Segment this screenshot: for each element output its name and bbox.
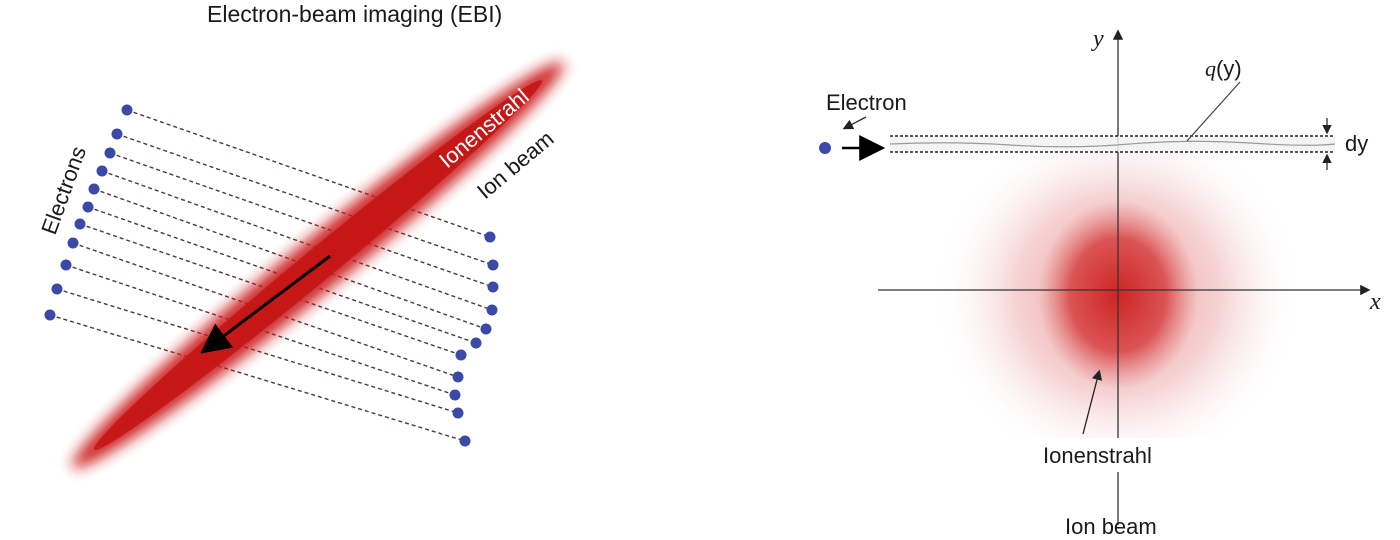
- electron-dot: [44, 309, 56, 321]
- trajectory-line: [49, 314, 466, 442]
- electron-dot: [82, 201, 94, 213]
- q-label-func: q: [1205, 56, 1216, 81]
- x-axis-label: x: [1369, 289, 1381, 315]
- electron-dot: [455, 349, 467, 361]
- electron-dot: [819, 142, 831, 154]
- electron-dot: [452, 407, 464, 419]
- q-label-arg: (y): [1216, 56, 1242, 81]
- electron-dot: [487, 281, 499, 293]
- left-panel: Electron-beam imaging (EBI): [36, 1, 564, 469]
- electron-dot: [121, 104, 133, 116]
- electron-dot: [88, 183, 100, 195]
- trajectory-line: [126, 109, 491, 238]
- ion-beam-label-de-right: Ionenstrahl: [1043, 443, 1152, 468]
- electron-dots-left: [44, 104, 133, 321]
- electron-dot: [60, 259, 72, 271]
- y-axis-label: y: [1091, 26, 1104, 52]
- electron-dot: [51, 283, 63, 295]
- q-pointer-line: [1186, 81, 1241, 142]
- q-label: q(y): [1205, 56, 1242, 81]
- trajectory-line: [93, 188, 487, 330]
- electron-label-pointer: [842, 116, 867, 130]
- strip-dy: [889, 118, 1336, 170]
- trajectory-line: [109, 152, 494, 288]
- electron-dot: [459, 435, 471, 447]
- ion-beam-label-box: [1015, 438, 1220, 472]
- electron-dot: [452, 371, 464, 383]
- electron-dot: [96, 165, 108, 177]
- trajectory-line: [116, 133, 494, 266]
- electron-dot: [470, 337, 482, 349]
- ion-beam-label-en-right: Ion beam: [1065, 514, 1157, 539]
- electron-dot: [487, 259, 499, 271]
- electron-dot: [104, 147, 116, 159]
- right-panel: y x dy q(y) Electron Ionenstrahl Ion bea…: [819, 26, 1381, 539]
- electron-dot: [67, 237, 79, 249]
- electron-label: Electron: [826, 90, 907, 115]
- ion-beam-pointer: [1082, 369, 1103, 435]
- trajectory-line: [101, 170, 493, 311]
- dy-label: dy: [1345, 131, 1368, 156]
- electron-dot: [484, 231, 496, 243]
- electron-dots-right: [449, 231, 499, 447]
- electron-dot: [74, 218, 86, 230]
- electron-dot: [449, 389, 461, 401]
- electron-dot: [111, 128, 123, 140]
- electron-dot: [486, 304, 498, 316]
- left-title: Electron-beam imaging (EBI): [207, 1, 502, 27]
- beam-direction-arrow: [200, 254, 331, 354]
- electron-dot: [480, 323, 492, 335]
